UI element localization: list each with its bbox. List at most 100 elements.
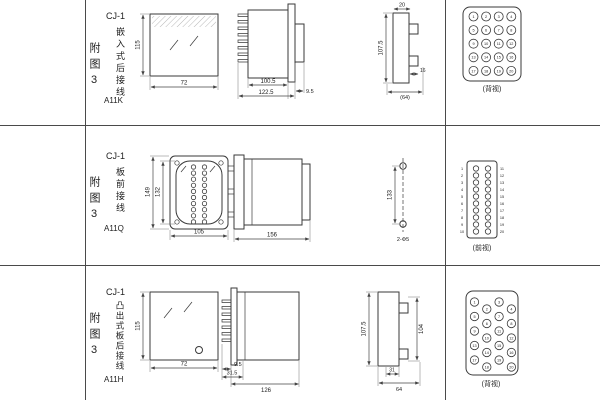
dim-a11h-cutout-height: 107.5: [362, 321, 368, 337]
a11h-side-view: 9.5 31.5 126: [221, 287, 300, 394]
svg-text:1: 1: [473, 300, 475, 304]
svg-text:18: 18: [485, 365, 489, 369]
svg-text:1: 1: [472, 15, 474, 19]
svg-text:17: 17: [500, 209, 504, 213]
svg-text:14: 14: [485, 351, 489, 355]
a11q-drill-plan: 133 2-Φ5: [388, 158, 409, 243]
svg-text:5: 5: [461, 195, 463, 199]
view-label-front: (前视): [473, 243, 492, 252]
svg-text:6: 6: [485, 29, 487, 33]
svg-text:14: 14: [500, 188, 504, 192]
dim-a11q-length: 156: [267, 233, 278, 239]
svg-text:13: 13: [500, 181, 504, 185]
dim-a11k-cutout-width: (64): [400, 95, 410, 101]
fig-label-row3: 附图3: [88, 312, 100, 361]
terminal-pins: [221, 299, 231, 342]
mount-type-label-row2: 板前接线: [115, 167, 125, 215]
svg-text:5: 5: [472, 29, 474, 33]
svg-text:16: 16: [509, 56, 513, 60]
hole-note: 2-Φ5: [397, 237, 409, 243]
svg-text:20: 20: [509, 365, 513, 369]
dim-a11h-front-height: 115: [136, 321, 142, 331]
svg-text:3: 3: [498, 15, 500, 19]
svg-text:4: 4: [461, 188, 463, 192]
dim-a11k-total-length: 122.5: [258, 90, 274, 96]
svg-text:18: 18: [484, 69, 488, 73]
svg-text:12: 12: [509, 336, 513, 340]
svg-text:5: 5: [473, 315, 475, 319]
svg-text:16: 16: [500, 202, 504, 206]
dim-a11h-inner-height: 104: [419, 323, 425, 334]
mount-type-label-row3: 凸出式板后接线: [115, 301, 125, 371]
svg-text:10: 10: [460, 230, 464, 234]
dim-a11k-bezel: 9.5: [306, 89, 314, 95]
svg-text:9: 9: [461, 223, 463, 227]
svg-text:11: 11: [497, 42, 501, 46]
svg-text:7: 7: [498, 29, 500, 33]
svg-text:6: 6: [486, 322, 488, 326]
svg-text:13: 13: [471, 56, 475, 60]
order-code-row2: A11Q: [104, 224, 124, 233]
svg-text:7: 7: [461, 209, 463, 213]
svg-text:19: 19: [497, 358, 501, 362]
view-label-back: (背视): [483, 84, 502, 93]
svg-text:15: 15: [500, 195, 504, 199]
svg-text:10: 10: [484, 42, 488, 46]
svg-text:16: 16: [509, 351, 513, 355]
svg-text:20: 20: [500, 230, 504, 234]
svg-text:15: 15: [497, 56, 501, 60]
svg-text:10: 10: [485, 336, 489, 340]
svg-text:12: 12: [509, 42, 513, 46]
svg-text:4: 4: [510, 307, 512, 311]
svg-text:9: 9: [472, 42, 474, 46]
order-code-row1: A11K: [104, 96, 123, 105]
a11k-front-view: 115 72: [136, 13, 219, 90]
mount-type-label-row1: 嵌入式后接线: [115, 27, 125, 99]
svg-text:17: 17: [471, 69, 475, 73]
svg-text:2: 2: [486, 307, 488, 311]
dim-a11k-cutout-top: 20: [399, 3, 405, 9]
svg-text:3: 3: [498, 300, 500, 304]
dim-a11q-width: 105: [194, 230, 205, 236]
svg-text:19: 19: [500, 223, 504, 227]
a11q-side-view: 156: [227, 154, 311, 242]
order-code-row3: A11H: [104, 375, 124, 384]
svg-text:7: 7: [498, 315, 500, 319]
svg-text:12: 12: [500, 174, 504, 178]
dim-a11q-inner-height: 132: [156, 186, 162, 197]
dim-a11k-cutout-height: 107.5: [379, 40, 385, 56]
dim-a11k-front-height: 115: [136, 40, 142, 50]
dim-a11q-outer-height: 149: [146, 186, 152, 197]
svg-text:1: 1: [461, 167, 463, 171]
svg-text:19: 19: [497, 69, 501, 73]
svg-text:13: 13: [472, 344, 476, 348]
a11h-front-view: 115 72: [136, 291, 219, 372]
view-label-back: (背视): [482, 379, 501, 388]
svg-text:20: 20: [509, 69, 513, 73]
dim-a11h-small: 31: [389, 368, 395, 374]
svg-text:15: 15: [497, 344, 501, 348]
terminal-strip-circles: [472, 165, 492, 235]
svg-text:11: 11: [497, 329, 501, 333]
dim-a11h-offset: 31.5: [227, 371, 238, 377]
model-label-row2: CJ-1: [106, 151, 126, 161]
svg-text:6: 6: [461, 202, 463, 206]
svg-text:8: 8: [510, 29, 512, 33]
dim-a11k-front-width: 72: [181, 81, 188, 87]
svg-text:8: 8: [461, 216, 463, 220]
svg-text:4: 4: [510, 15, 512, 19]
svg-text:11: 11: [500, 167, 504, 171]
svg-text:2: 2: [461, 174, 463, 178]
svg-text:14: 14: [484, 56, 488, 60]
svg-text:9: 9: [473, 329, 475, 333]
dim-a11h-front-width: 72: [181, 362, 188, 368]
a11k-panel-cutout-view: 107.5 20 16 (64): [379, 3, 426, 102]
model-label-row1: CJ-1: [106, 11, 126, 21]
